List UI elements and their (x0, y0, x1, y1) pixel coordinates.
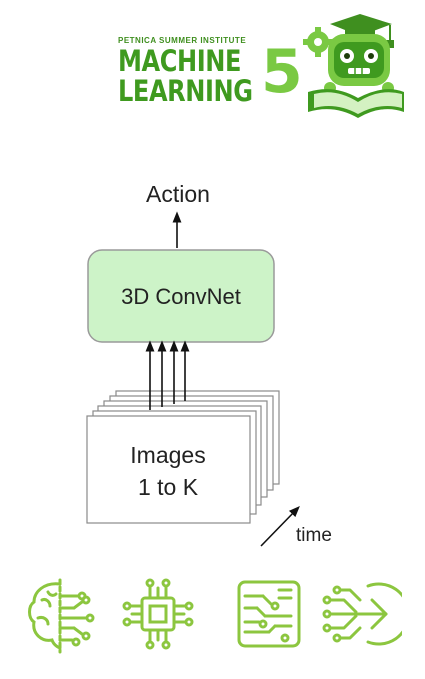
logo-number: 5 (261, 37, 303, 107)
event-logo-text: PETNICA SUMMER INSTITUTE MACHINE LEARNIN… (118, 36, 303, 111)
logo-line-machine: MACHINE (118, 44, 242, 78)
cpu-chip-icon (122, 578, 194, 650)
time-label: time (296, 525, 332, 546)
time-arrow (260, 505, 300, 547)
input-label-line1: Images (130, 442, 205, 468)
brain-circuit-icon (28, 578, 95, 654)
output-label: Action (146, 181, 210, 207)
logo-caption: PETNICA SUMMER INSTITUTE (118, 36, 247, 45)
convnet-diagram: Action 3D ConvNet Images 1 to K time (86, 181, 332, 547)
input-label-line2: 1 to K (138, 474, 199, 500)
arrow-circuit-icon (322, 582, 402, 646)
robot-mascot-icon (303, 14, 404, 118)
model-label: 3D ConvNet (121, 284, 241, 309)
circuit-board-icon (237, 580, 301, 648)
logo-line-learning: LEARNING (118, 74, 253, 108)
input-frame-stack (86, 390, 280, 524)
input-arrows (145, 340, 190, 410)
